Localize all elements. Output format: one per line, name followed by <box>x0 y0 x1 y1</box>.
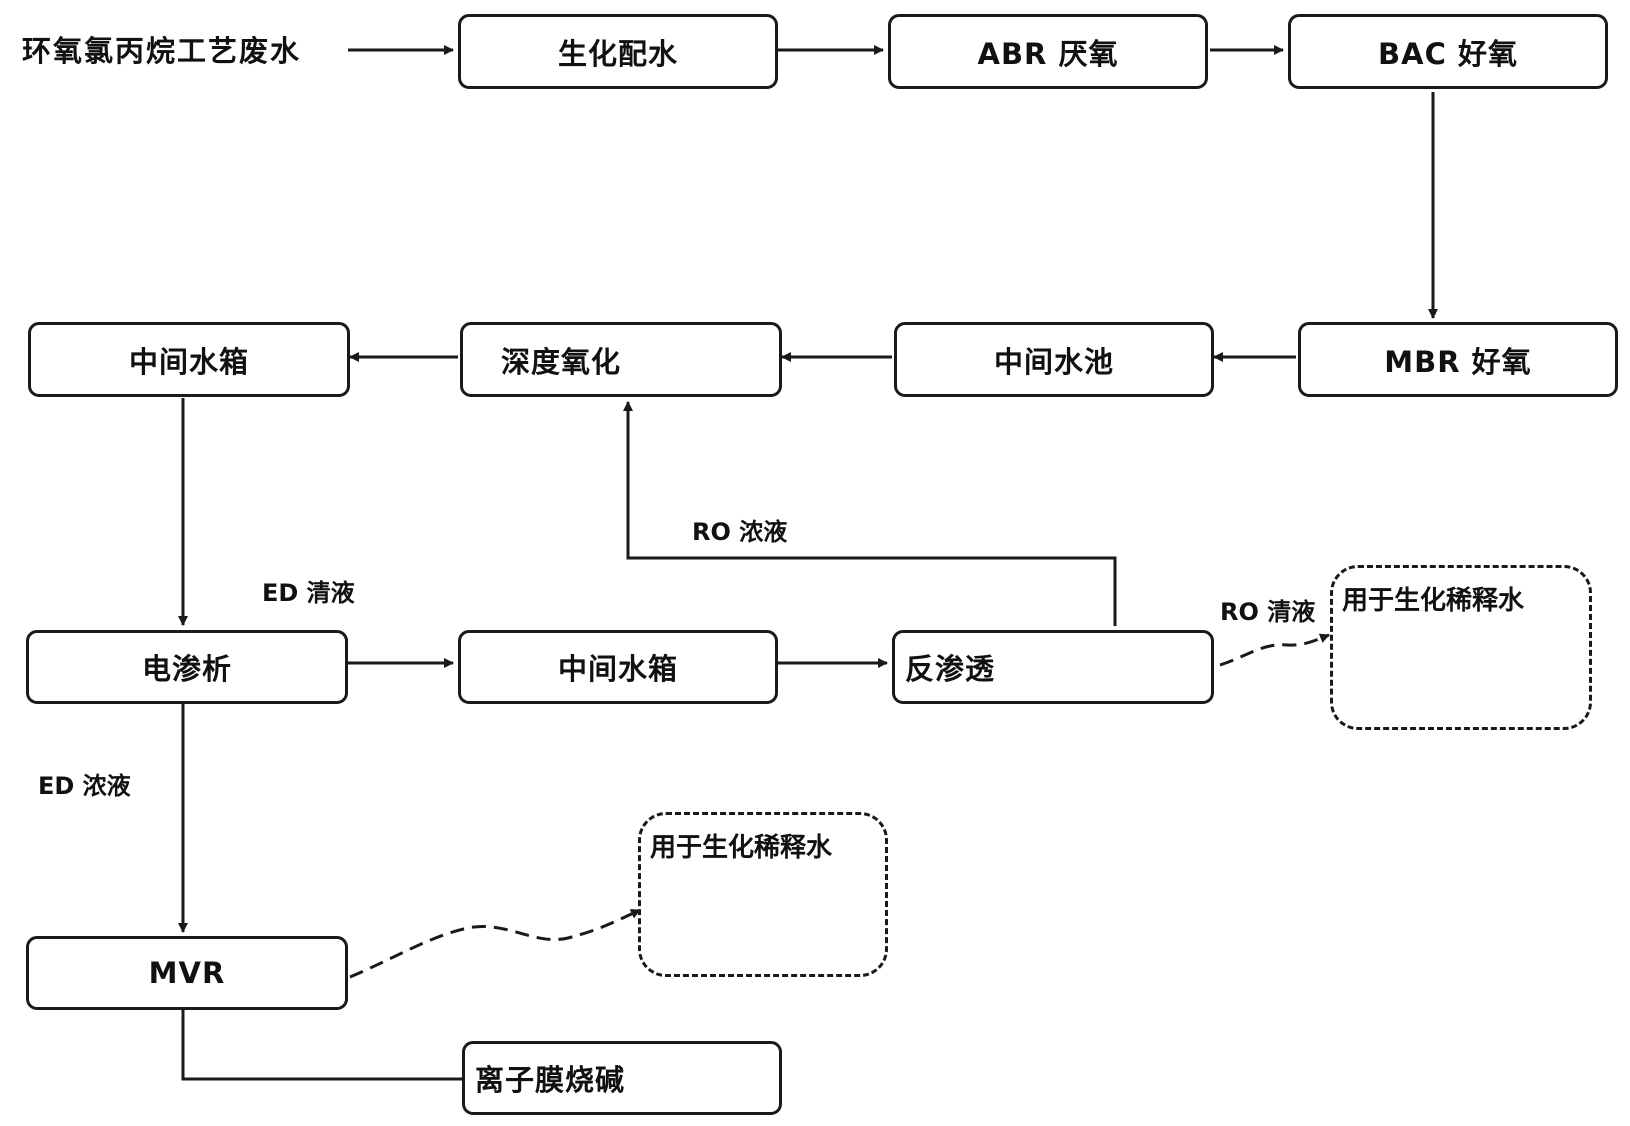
electrodialysis-node: 电渗析 <box>26 630 348 704</box>
mvr-node: MVR <box>26 936 348 1010</box>
mbr-aerobic-node: MBR 好氧 <box>1298 322 1618 397</box>
dashed-arrow-mvr-to-reuse <box>349 908 641 979</box>
dashed-arrow-ro-to-reuse <box>1219 633 1330 667</box>
ro-concentrate-label: RO 浓液 <box>692 518 788 546</box>
ed-concentrate-label: ED 浓液 <box>38 772 131 800</box>
reverse-osmosis-node: 反渗透 <box>892 630 1214 704</box>
abr-anaerobic-node: ABR 厌氧 <box>888 14 1208 89</box>
ed-dilute-label: ED 清液 <box>262 579 355 607</box>
arrow-ro-to-deep-ox <box>623 401 1117 626</box>
ion-membrane-caustic-node: 离子膜烧碱 <box>462 1041 782 1115</box>
ro-permeate-label: RO 清液 <box>1220 598 1316 626</box>
intermediate-pool-node: 中间水池 <box>894 322 1214 397</box>
bio-mix-node: 生化配水 <box>458 14 778 89</box>
deep-oxidation-node: 深度氧化 <box>460 322 782 397</box>
bac-aerobic-node: BAC 好氧 <box>1288 14 1608 89</box>
reuse-dilution-box-top: 用于生化稀释水 <box>1330 565 1592 730</box>
reuse-dilution-box-bottom: 用于生化稀释水 <box>638 812 888 977</box>
intermediate-tank-node-1: 中间水箱 <box>28 322 350 397</box>
intermediate-tank-node-2: 中间水箱 <box>458 630 778 704</box>
line-mvr-to-ion <box>181 1010 463 1081</box>
source-wastewater-label: 环氧氯丙烷工艺废水 <box>22 34 302 68</box>
